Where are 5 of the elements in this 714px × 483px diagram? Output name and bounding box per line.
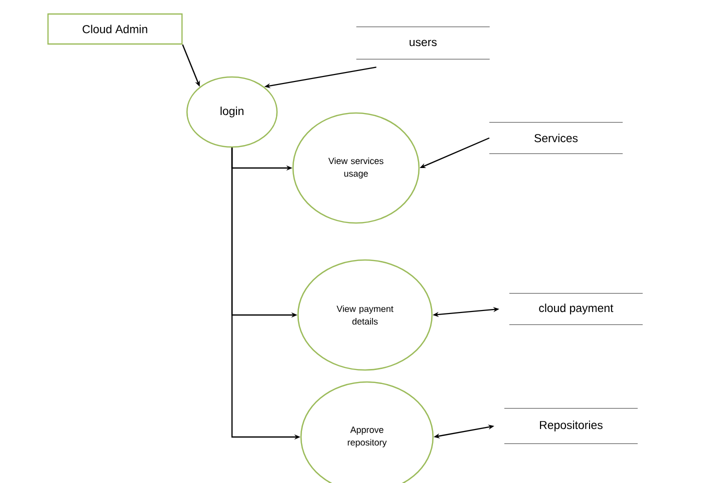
data-store: Services <box>489 122 623 154</box>
data-store: cloud payment <box>509 293 643 325</box>
data-store: Repositories <box>504 408 638 444</box>
entity-box: Cloud Admin <box>47 13 183 45</box>
data-store: users <box>356 26 490 60</box>
